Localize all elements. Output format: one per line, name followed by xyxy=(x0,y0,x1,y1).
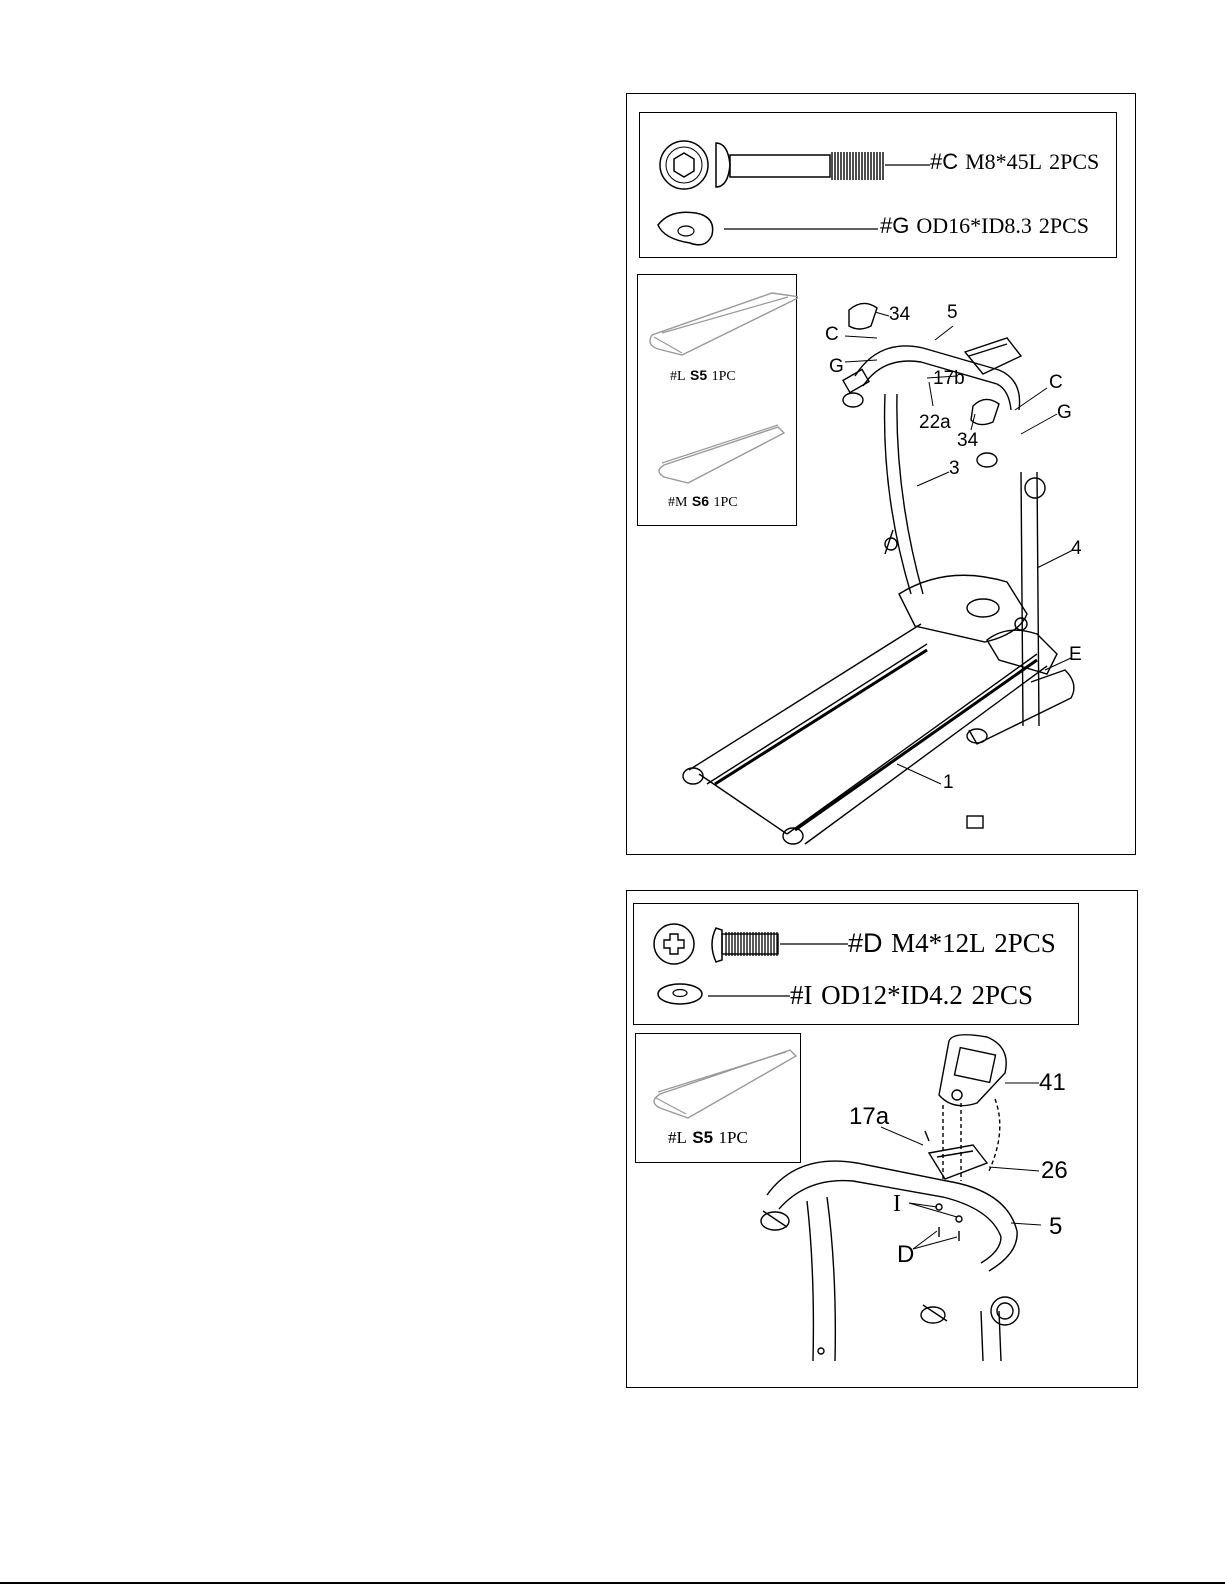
callout-i: I xyxy=(893,1191,901,1218)
callout-34-bottom: 34 xyxy=(957,430,978,452)
callout-g-left: G xyxy=(829,356,844,378)
console-assembly-drawing xyxy=(627,891,1139,1389)
page-bottom-rule xyxy=(0,1582,1225,1584)
callout-4: 4 xyxy=(1071,538,1082,560)
step2-panel: #D M4*12L 2PCS #I OD12*ID4.2 2PCS #L S5 … xyxy=(626,890,1138,1388)
callout-e: E xyxy=(1069,644,1082,666)
step1-panel: #C M8*45L 2PCS #G OD16*ID8.3 2PCS #L S5 … xyxy=(626,93,1136,855)
callout-17b: 17b xyxy=(933,368,965,390)
callout-17a: 17a xyxy=(849,1103,889,1131)
callout-34-top: 34 xyxy=(889,304,910,326)
treadmill-assembly-drawing xyxy=(627,94,1137,856)
callout-1: 1 xyxy=(943,772,954,794)
callout-41: 41 xyxy=(1039,1069,1066,1097)
callout-3: 3 xyxy=(949,458,960,480)
callout-5: 5 xyxy=(947,302,958,324)
callout-g-right: G xyxy=(1057,402,1072,424)
callout-26: 26 xyxy=(1041,1157,1068,1185)
callout-d: D xyxy=(897,1241,914,1269)
callout-22a: 22a xyxy=(919,412,951,434)
callout-c-left: C xyxy=(825,324,839,346)
callout-c-right: C xyxy=(1049,372,1063,394)
callout-5-step2: 5 xyxy=(1049,1213,1062,1241)
